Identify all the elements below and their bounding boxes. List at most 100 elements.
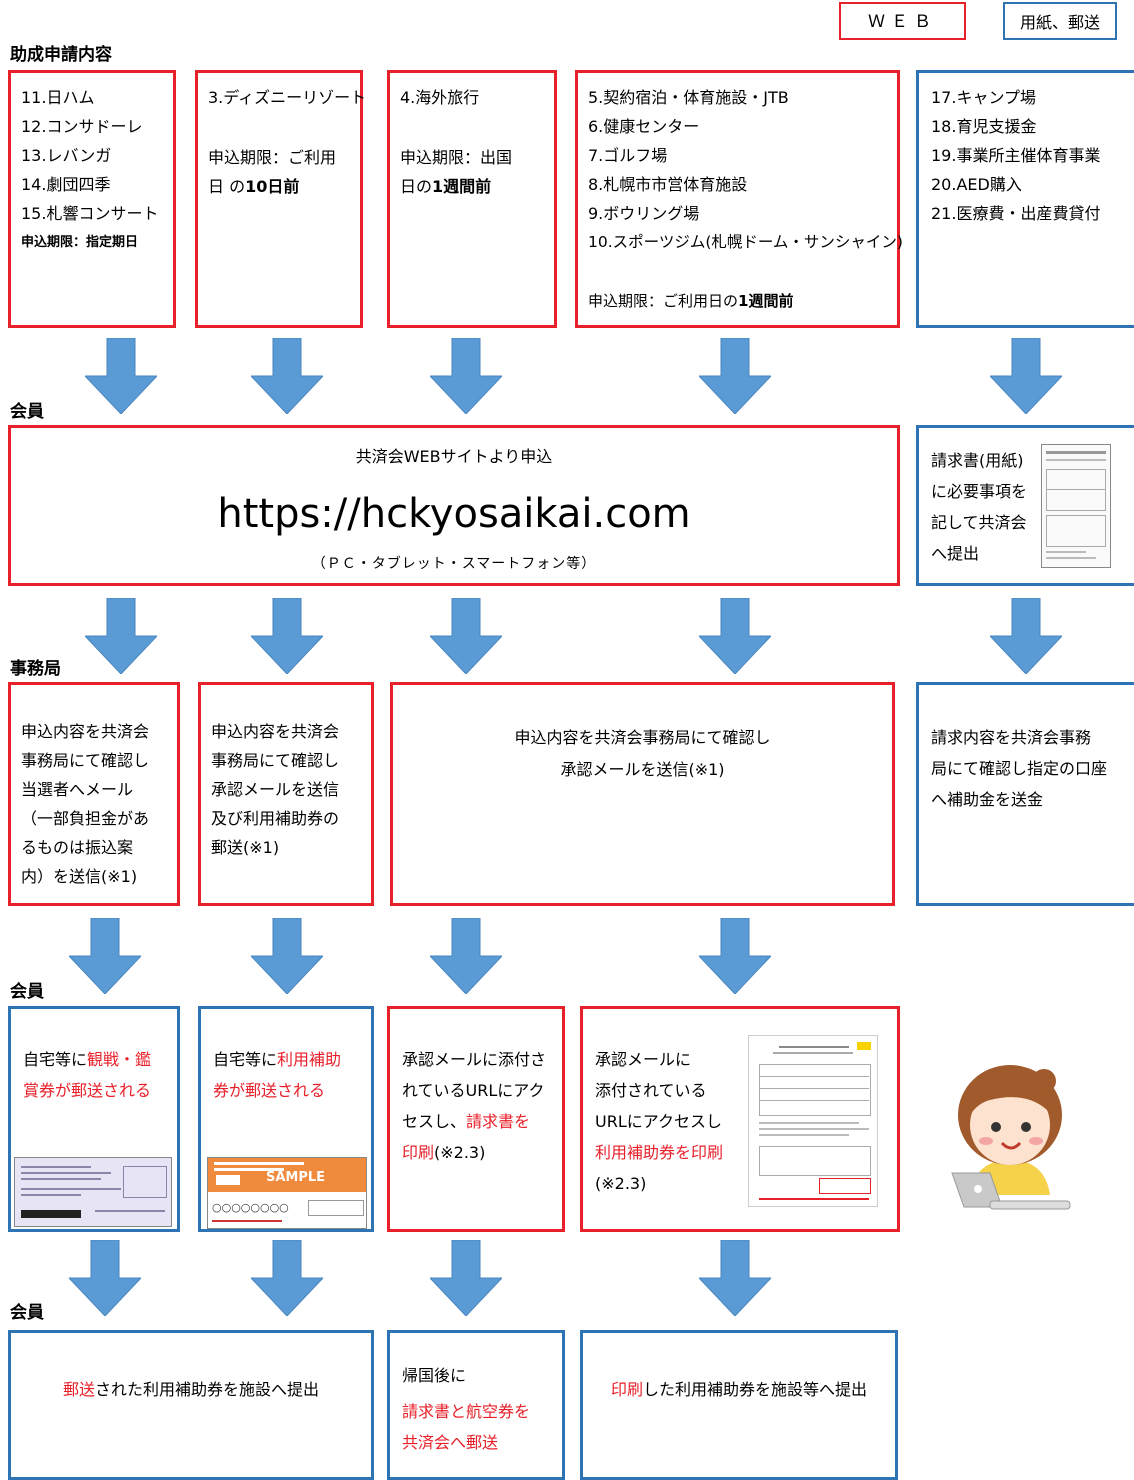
overseas-deadline-l2: 日の1週間前 [400,177,492,196]
member-box-print-voucher: 承認メールに 添付されている URLにアクセスし 利用補助券を印刷 (※2.3) [580,1006,900,1232]
apply-box-pro-sports: 11.日ハム 12.コンサドーレ 13.レバンガ 14.劇団四季 15.札響コン… [8,70,176,328]
item-office-sports: 19.事業所主催体育事業 [931,146,1101,165]
disney-deadline-l2: 日 の10日前 [208,177,300,196]
office4-l2: 局にて確認し指定の口座 [931,759,1108,778]
member1-l2: 賞券が郵送される [23,1081,152,1100]
apply-box-facilities: 5.契約宿泊・体育施設・JTB 6.健康センター 7.ゴルフ場 8.札幌市市営体… [575,70,903,328]
down-arrow [699,1240,771,1316]
final1-text: 郵送された利用補助券を施設へ提出 [62,1380,320,1399]
web-apply-title: 共済会WEBサイトより申込 [355,447,553,466]
office1-l6: 内）を送信(※1) [21,867,138,886]
paper-l3: 記して共済会 [931,513,1027,532]
down-arrow [69,918,141,994]
item-shiki: 14.劇団四季 [21,175,111,194]
apply-box-paper: 17.キャンプ場 18.育児支援金 19.事業所主催体育事業 20.AED購入 … [916,70,1134,328]
office2-l1: 申込内容を共済会 [211,722,340,741]
submit-box-printed-voucher: 印刷した利用補助券を施設等へ提出 [580,1330,898,1480]
legend-paper: 用紙、郵送 [1003,2,1117,40]
disney-voucher-image: SAMPLE ○○○○○○○○ [207,1157,367,1229]
website-url[interactable]: https://hckyosaikai.com [217,491,691,537]
member-box-ticket-mail: 自宅等に観戦・鑑 賞券が郵送される [8,1006,180,1232]
item-consadole: 12.コンサドーレ [21,117,143,136]
item-city-facility: 8.札幌市市営体育施設 [588,175,748,194]
final3-text: 印刷した利用補助券を施設等へ提出 [610,1380,868,1399]
item-medical-loan: 21.医療費・出産費貸付 [931,204,1101,223]
member3-l3: セスし、請求書を [402,1112,531,1131]
office4-l1: 請求内容を共済会事務 [931,728,1092,747]
member-box-voucher-mail: 自宅等に利用補助 券が郵送される SAMPLE ○○○○○○○○ [198,1006,374,1232]
member4-l1: 承認メールに [595,1050,692,1069]
member2-l2: 券が郵送される [213,1081,326,1100]
item-bowling: 9.ボウリング場 [588,204,700,223]
office1-l4: （一部負担金があ [21,809,150,828]
member4-l5: (※2.3) [595,1174,647,1193]
section-application: 助成申請内容 [10,45,112,65]
office4-l3: へ補助金を送金 [931,790,1044,809]
down-arrow [430,1240,502,1316]
down-arrow [699,338,771,414]
legend-web-label: ＷＥＢ [868,12,937,32]
down-arrow [251,918,323,994]
member-box-print-invoice: 承認メールに添付さ れているURLにアク セスし、請求書を 印刷(※2.3) [387,1006,565,1232]
member1-l1: 自宅等に観戦・鑑 [23,1050,152,1069]
office-box-approval: 申込内容を共済会事務局にて確認し 承認メールを送信(※1) [390,682,895,906]
member4-l3: URLにアクセスし [595,1112,722,1131]
office1-l5: るものは振込案 [21,838,134,857]
member2-l1: 自宅等に利用補助 [213,1050,342,1069]
device-note: （ＰＣ・タブレット・スマートフォン等） [311,556,597,572]
item-overseas: 4.海外旅行 [400,88,480,107]
office1-l2: 事務局にて確認し [21,751,150,770]
item-sakkyo: 15.札響コンサート [21,204,159,223]
member3-l4: 印刷(※2.3) [402,1143,486,1162]
down-arrow [251,338,323,414]
facilities-deadline: 申込期限：ご利用日の1週間前 [588,292,794,310]
down-arrow [699,598,771,674]
final2-l3: 共済会へ郵送 [402,1433,499,1452]
down-arrow [430,918,502,994]
office2-l2: 事務局にて確認し [211,751,340,770]
item-disney: 3.ディズニーリゾート [208,88,367,107]
section-member-3: 会員 [10,1303,44,1323]
member4-l4: 利用補助券を印刷 [595,1143,724,1162]
down-arrow [85,598,157,674]
down-arrow [251,598,323,674]
item-aed: 20.AED購入 [931,175,1022,194]
office3-l2: 承認メールを送信(※1) [560,760,725,779]
down-arrow [251,1240,323,1316]
section-office: 事務局 [10,659,61,679]
final2-l2: 請求書と航空券を [402,1402,531,1421]
member4-l2: 添付されている [595,1081,707,1100]
viewing-ticket-image [14,1157,172,1227]
office-box-disney: 申込内容を共済会 事務局にて確認し 承認メールを送信 及び利用補助券の 郵送(※… [198,682,374,906]
deadline-designated: 申込期限：指定期日 [21,235,139,250]
office1-l1: 申込内容を共済会 [21,722,150,741]
section-member-2: 会員 [10,982,44,1002]
paper-l2: に必要事項を [931,482,1028,501]
item-nichiham: 11.日ハム [21,88,95,107]
overseas-deadline-l1: 申込期限：出国 [400,148,513,167]
woman-laptop-illustration [951,1065,1071,1210]
down-arrow [430,598,502,674]
office1-l3: 当選者へメール [21,780,134,799]
apply-box-disney: 3.ディズニーリゾート 申込期限：ご利用 日 の10日前 [195,70,367,328]
disney-deadline-l1: 申込期限：ご利用 [208,148,337,167]
item-camp: 17.キャンプ場 [931,88,1036,107]
apply-box-overseas: 4.海外旅行 申込期限：出国 日の1週間前 [387,70,557,328]
down-arrow [990,338,1062,414]
e-ticket-image [748,1035,878,1207]
legend-paper-label: 用紙、郵送 [1019,13,1100,32]
office2-l3: 承認メールを送信 [211,780,340,799]
paper-submit-box: 請求書(用紙) に必要事項を 記して共済会 へ提出 [916,425,1134,586]
item-health-center: 6.健康センター [588,117,700,136]
sample-stamp: SAMPLE [266,1170,326,1185]
ticket-number-circles: ○○○○○○○○ [212,1201,289,1214]
down-arrow [85,338,157,414]
office-box-lottery: 申込内容を共済会 事務局にて確認し 当選者へメール （一部負担金があ るものは振… [8,682,180,906]
down-arrow [430,338,502,414]
down-arrow [69,1240,141,1316]
item-golf: 7.ゴルフ場 [588,146,668,165]
item-jtb: 5.契約宿泊・体育施設・JTB [588,88,789,107]
down-arrow [990,598,1062,674]
claim-form-thumbnail [1041,444,1111,568]
final2-l1: 帰国後に [402,1366,467,1385]
